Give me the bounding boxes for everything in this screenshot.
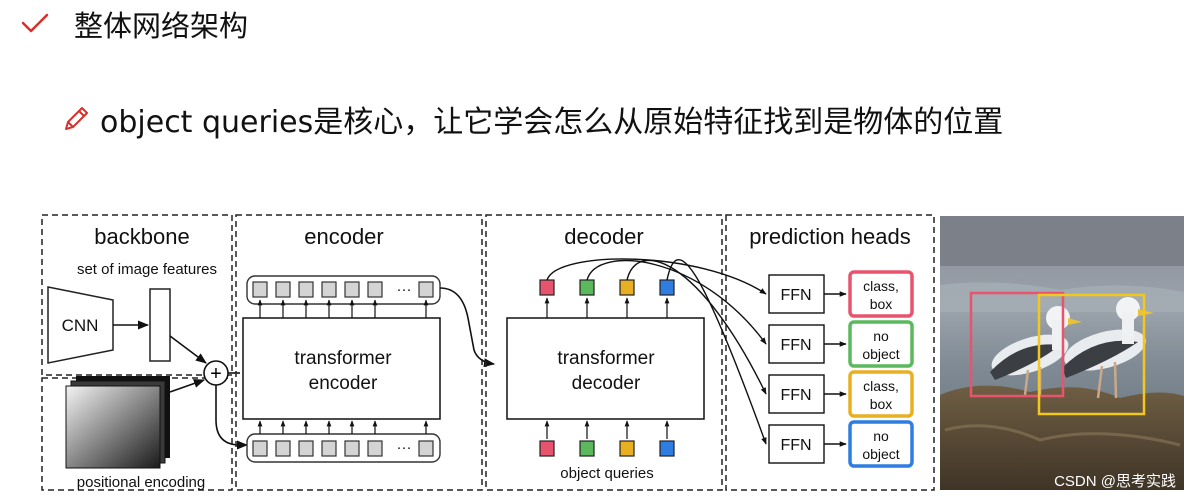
output-line2: object [862, 446, 899, 462]
encoder-input-token [252, 440, 268, 457]
heading-title: 整体网络架构 [74, 9, 249, 43]
cnn-block [47, 286, 114, 364]
image-features-label: set of image features [77, 261, 217, 278]
decoder-query-cells [539, 279, 675, 457]
encoder-output-token [321, 281, 337, 298]
detection-photo: CSDN @思考实践 [940, 216, 1184, 490]
output-line2: box [870, 296, 893, 312]
watermark-text: CSDN @思考实践 [1054, 473, 1176, 490]
ffn-block [768, 324, 825, 364]
encoder-output-tokens [246, 275, 441, 305]
note-line: object queries是核心，让它学会怎么从原始特征找到是物体的位置 [60, 96, 1003, 142]
encoder-top-ellipsis: ··· [397, 281, 412, 298]
sum-to-pos-tokens-arrow [215, 385, 249, 450]
encoder-box-line2: encoder [309, 373, 378, 394]
encoder-bottom-ellipsis: ··· [397, 439, 412, 456]
encoder-input-token [275, 440, 291, 457]
output-line1: no [873, 328, 889, 344]
decoder-to-ffn-arrow [586, 259, 767, 345]
prediction-title: prediction heads [749, 224, 910, 249]
backbone-frame [41, 214, 233, 376]
pos-encoding-image [65, 385, 161, 469]
plus-sign: + [210, 363, 222, 385]
encoder-to-decoder-arrow [439, 287, 496, 368]
output-box [848, 370, 914, 418]
object-query-cell [619, 440, 635, 457]
decoder-box-line2: decoder [572, 373, 641, 394]
encoder-input-token [321, 440, 337, 457]
prediction-frame [725, 214, 935, 491]
encoder-output-token [252, 281, 268, 298]
output-line2: object [862, 346, 899, 362]
encoder-box-line1: transformer [294, 348, 392, 369]
output-line1: class, [863, 378, 899, 394]
decoder-to-ffn-arrow [666, 259, 767, 445]
backbone-section: backbone set of image features CNN posit… [41, 214, 249, 491]
object-query-cell [579, 440, 595, 457]
ffn-label: FFN [780, 437, 811, 454]
output-box [848, 420, 914, 468]
decoder-output-cell [659, 279, 675, 296]
positional-encoding-label: positional encoding [77, 474, 205, 491]
cnn-label: CNN [62, 316, 99, 335]
encoder-output-token [418, 281, 434, 298]
photo-rock-texture [944, 424, 1181, 447]
encoder-title: encoder [304, 224, 384, 249]
ffn-label: FFN [780, 387, 811, 404]
ffn-block [768, 424, 825, 464]
object-queries-label: object queries [560, 465, 653, 482]
encoder-input-token [298, 440, 314, 457]
prediction-section: prediction heads FFNclass,boxFFNnoobject… [546, 214, 935, 491]
ffn-block [768, 374, 825, 414]
heading: 整体网络架构 [20, 2, 248, 46]
photo-far-water [940, 216, 1184, 266]
decoder-output-cell [619, 279, 635, 296]
encoder-section: encoder transformer encoder ··· ··· [235, 214, 496, 491]
pencil-icon [65, 107, 88, 130]
encoder-output-token [298, 281, 314, 298]
decoder-title: decoder [564, 224, 644, 249]
transformer-decoder-block [506, 317, 705, 420]
features-to-sum-arrow [169, 335, 207, 364]
output-box [848, 320, 914, 368]
detection-box-yellow [1037, 293, 1146, 416]
backbone-title: backbone [94, 224, 189, 249]
ffn-label: FFN [780, 287, 811, 304]
encoder-input-tokens [246, 433, 441, 463]
gull-right [1062, 297, 1154, 399]
encoder-output-token [275, 281, 291, 298]
output-line2: box [870, 396, 893, 412]
decoder-to-ffn-arrow [626, 259, 767, 395]
decoder-to-ffn-arrow [546, 258, 767, 295]
pos-to-sum-arrow [169, 379, 206, 393]
decoder-output-cell [579, 279, 595, 296]
object-query-cell [659, 440, 675, 457]
decoder-box-line1: transformer [557, 348, 655, 369]
image-features-block [149, 288, 171, 362]
output-box [848, 270, 914, 318]
encoder-input-token [418, 440, 434, 457]
photo-rocks [940, 385, 1184, 490]
prediction-rows: FFNclass,boxFFNnoobjectFFNclass,boxFFNno… [546, 258, 914, 468]
encoder-output-token [344, 281, 360, 298]
object-query-cell [539, 440, 555, 457]
encoder-input-token [367, 440, 383, 457]
decoder-section: decoder transformer decoder object queri… [485, 214, 723, 491]
output-line1: class, [863, 278, 899, 294]
encoder-input-token [344, 440, 360, 457]
detection-box-red [969, 291, 1065, 398]
decoder-frame [485, 214, 723, 491]
ffn-label: FFN [780, 337, 811, 354]
output-line1: no [873, 428, 889, 444]
transformer-encoder-block [242, 317, 441, 420]
decoder-output-cell [539, 279, 555, 296]
check-icon [21, 13, 49, 33]
note-text: object queries是核心，让它学会怎么从原始特征找到是物体的位置 [100, 105, 1004, 140]
encoder-token-cells [252, 281, 434, 457]
encoder-frame [235, 214, 483, 491]
encoder-output-token [367, 281, 383, 298]
